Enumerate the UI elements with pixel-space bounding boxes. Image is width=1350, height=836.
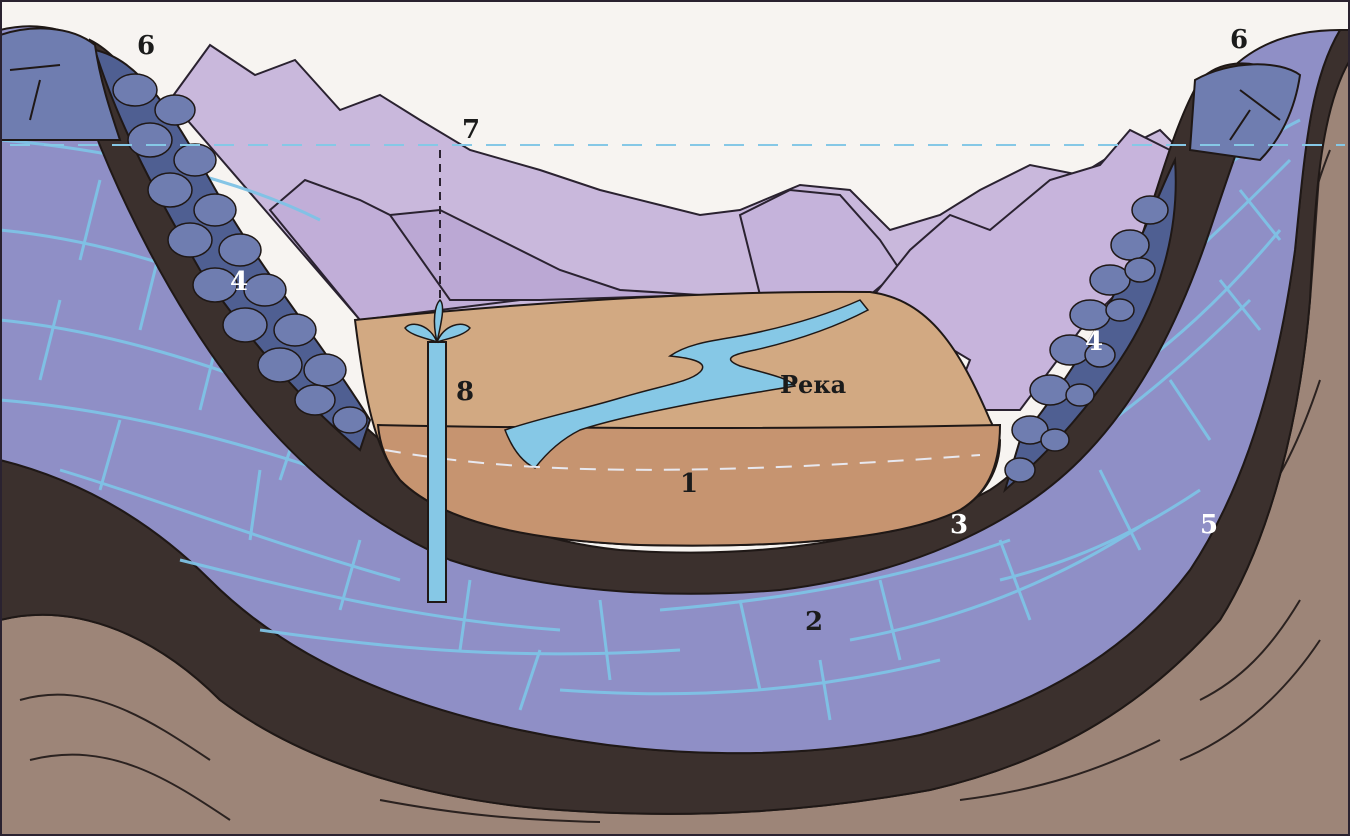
label-7: 7 — [462, 115, 480, 145]
label-1: 1 — [680, 469, 698, 499]
label-river: Река — [780, 370, 846, 399]
label-5: 5 — [1200, 510, 1218, 540]
label-4-left: 4 — [230, 267, 248, 297]
label-6-left: 6 — [137, 31, 155, 61]
label-3: 3 — [950, 510, 968, 540]
label-6-right: 6 — [1230, 25, 1248, 55]
label-8: 8 — [456, 377, 474, 407]
label-2: 2 — [805, 607, 823, 637]
label-4-right: 4 — [1085, 327, 1103, 357]
